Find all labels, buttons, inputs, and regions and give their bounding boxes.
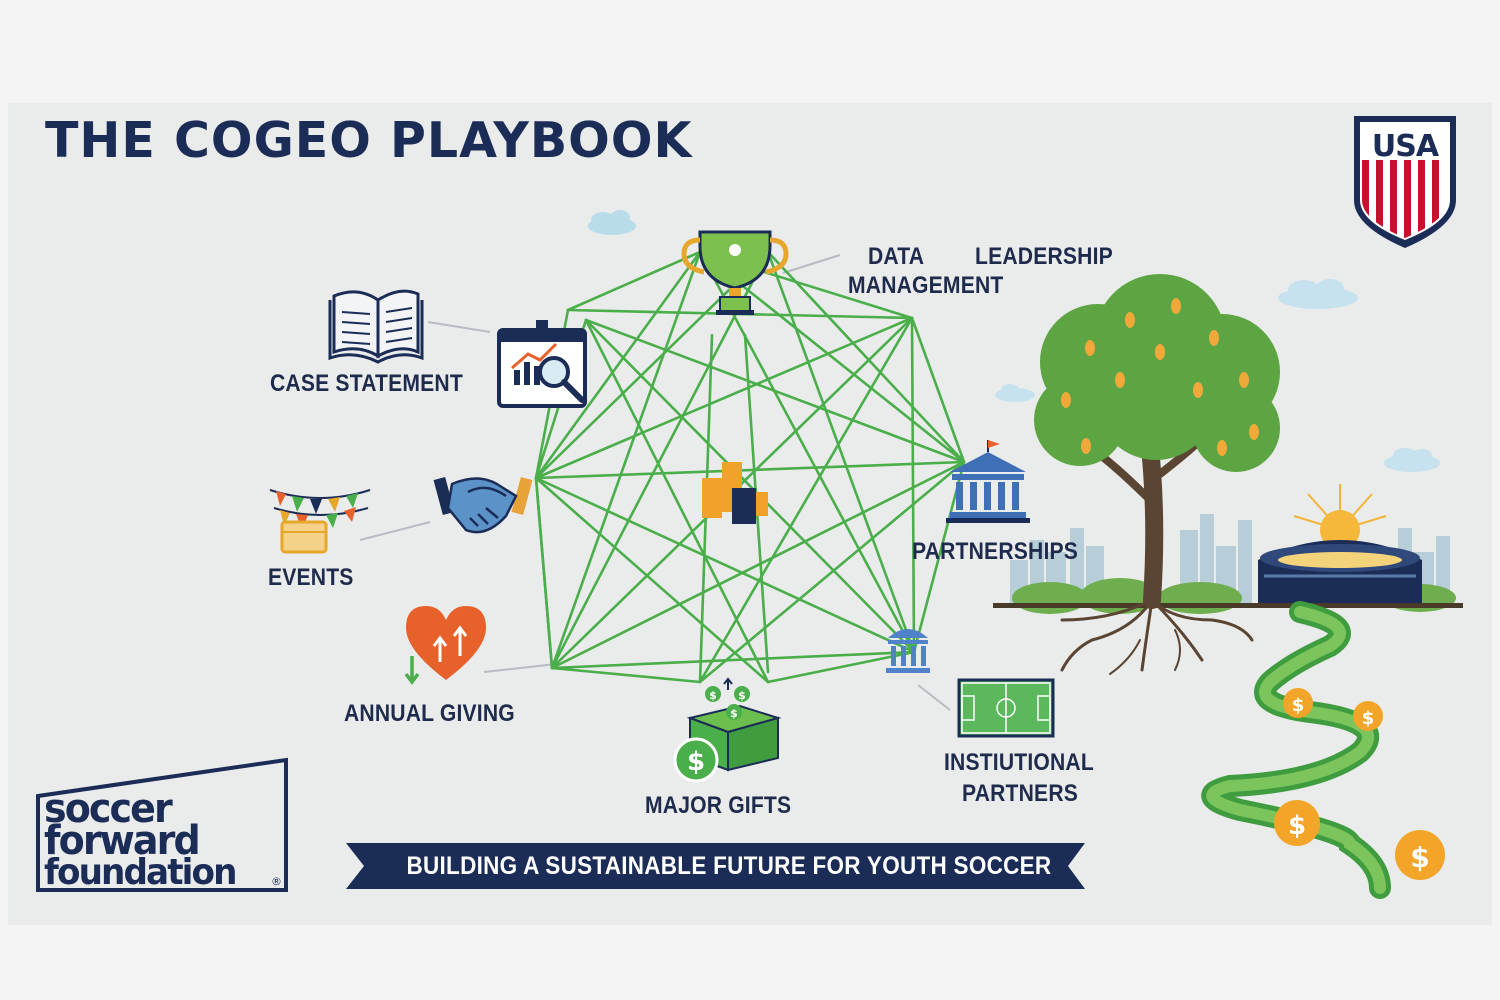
svg-text:$: $ (730, 707, 738, 720)
coin-icons: $ $ $ $ (1274, 688, 1445, 880)
ground-line (993, 603, 1463, 608)
label-leadership: LEADERSHIP (975, 243, 1113, 270)
small-bank-icon (886, 629, 930, 673)
label-events: EVENTS (268, 564, 354, 591)
center-emblem-icon (702, 462, 768, 524)
svg-text:$: $ (709, 689, 717, 702)
svg-text:$: $ (1288, 811, 1306, 841)
brand-line-soccer: soccer (44, 786, 173, 832)
usa-logo: USA (1354, 116, 1456, 248)
open-book-icon (328, 289, 424, 364)
label-data-management-line1: DATA (868, 243, 925, 270)
label-institutional-partners-line2: PARTNERS (962, 780, 1079, 807)
bank-icon (946, 440, 1030, 523)
label-data-management-line2: MANAGEMENT (848, 272, 1004, 299)
cloud-icon (1384, 448, 1440, 472)
soccer-field-icon (957, 678, 1055, 738)
banner-text: BUILDING A SUSTAINABLE FUTURE FOR YOUTH … (406, 852, 1052, 880)
svg-text:$: $ (1362, 708, 1375, 729)
heart-arrows-icon (404, 606, 486, 685)
money-box-icon: $ $ $ $ (673, 677, 782, 783)
handshake-icon (433, 477, 533, 534)
cloud-icon (995, 384, 1035, 402)
tree-icon (1034, 274, 1280, 675)
svg-text:$: $ (1410, 841, 1429, 874)
svg-text:$: $ (738, 689, 746, 702)
brand-logo-frame (36, 757, 288, 892)
svg-text:$: $ (687, 747, 705, 777)
cloud-icon (1278, 279, 1358, 309)
bunting-icon (269, 489, 371, 554)
cloud-icon (588, 210, 636, 235)
label-institutional-partners-line1: INSTIUTIONAL (944, 749, 1094, 776)
svg-text:$: $ (1292, 695, 1305, 716)
winding-path (1201, 601, 1391, 899)
stadium-icon (1258, 484, 1422, 604)
banner-ribbon (346, 843, 1085, 889)
brand-line-foundation: foundation (44, 852, 237, 893)
label-partnerships: PARTNERSHIPS (912, 538, 1079, 565)
brand-line-forward: forward (44, 818, 201, 864)
network-lines (534, 250, 966, 684)
analytics-board-icon (497, 320, 587, 408)
label-annual-giving: ANNUAL GIVING (344, 700, 515, 727)
trophy-icon (681, 230, 789, 315)
page-title: THE COGEO PLAYBOOK (45, 112, 693, 169)
label-major-gifts: MAJOR GIFTS (645, 792, 792, 819)
label-connectors (359, 254, 951, 711)
registered-mark: ® (271, 875, 282, 888)
usa-logo-text: USA (1372, 129, 1440, 164)
label-case-statement: CASE STATEMENT (270, 370, 463, 397)
